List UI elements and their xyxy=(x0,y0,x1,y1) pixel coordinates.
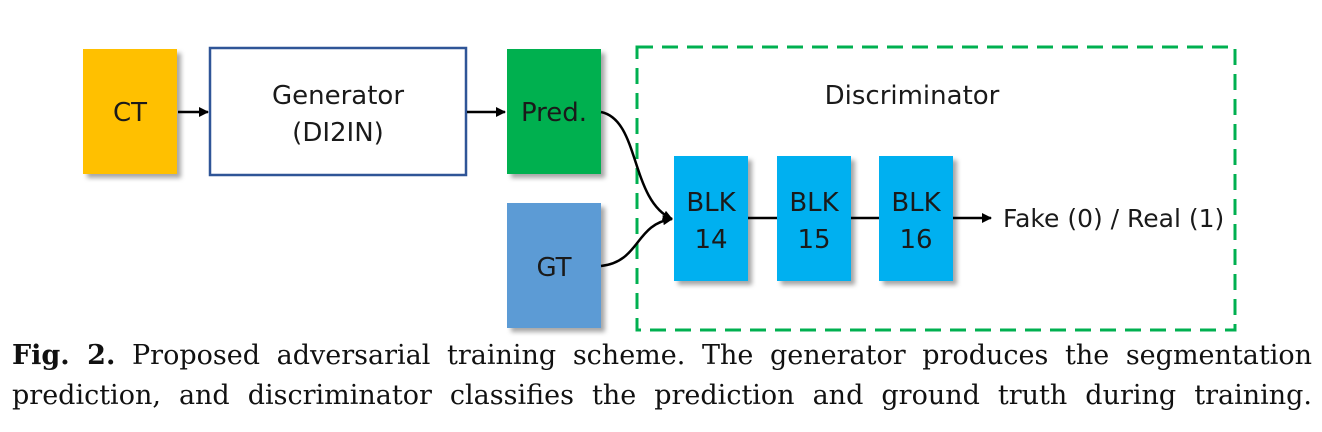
pred-label: Pred. xyxy=(521,98,587,128)
blk-15-box xyxy=(777,156,851,281)
generator-box xyxy=(208,46,468,177)
figure-caption: Fig. 2. Proposed adversarial training sc… xyxy=(12,336,1312,416)
ct-label: CT xyxy=(113,98,147,128)
ct-box xyxy=(83,49,177,174)
blk-15-label-line1: BLK xyxy=(789,188,839,218)
discriminator-title: Discriminator xyxy=(825,81,1000,111)
blk-15-label-line2: 15 xyxy=(797,225,830,255)
caption-label: Fig. 2. xyxy=(12,340,116,371)
connector-pred-to-blk14 xyxy=(600,110,673,221)
blk-14-label-line2: 14 xyxy=(694,225,727,255)
generator-label-line1: Generator xyxy=(272,81,404,111)
gt-label: GT xyxy=(536,253,571,283)
blk-16-label-line2: 16 xyxy=(899,225,932,255)
pred-box xyxy=(507,49,601,174)
output-label: Fake (0) / Real (1) xyxy=(1003,204,1224,233)
blk-16-label-line1: BLK xyxy=(891,188,941,218)
gt-box xyxy=(507,203,601,328)
discriminator-box xyxy=(635,45,1237,332)
generator-label-line2: (DI2IN) xyxy=(292,118,384,148)
blk-16-box xyxy=(879,156,953,281)
diagram: Discriminator CT Generator (DI2IN) Pred.… xyxy=(83,45,1237,332)
connector-gt-to-blk14 xyxy=(600,215,673,268)
blk-14-label-line1: BLK xyxy=(686,188,736,218)
blk-14-box xyxy=(674,156,748,281)
caption-text: Proposed adversarial training scheme. Th… xyxy=(12,340,1312,411)
